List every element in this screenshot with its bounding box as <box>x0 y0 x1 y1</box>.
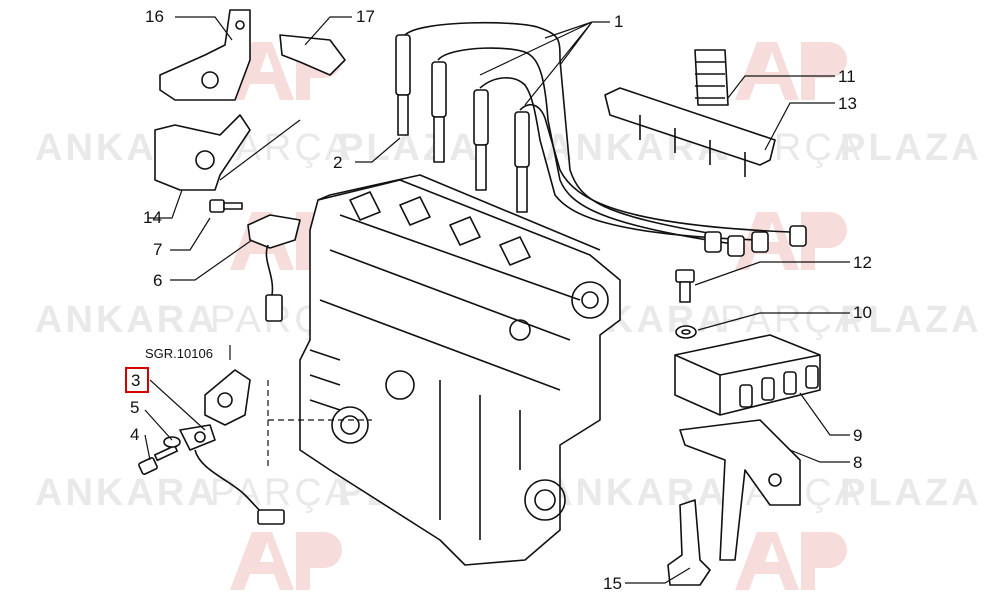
watermark-brand-bold: ANKARA <box>545 472 728 514</box>
watermark-brand-end: PLAZA <box>840 127 982 169</box>
leader-lines <box>144 16 850 584</box>
callout-7: 7 <box>153 240 162 259</box>
cable-guide-part-13-drawing <box>604 87 776 177</box>
callout-3[interactable]: 3 <box>131 371 140 390</box>
callout-11: 11 <box>838 67 856 86</box>
bolt-part-12-drawing <box>675 269 695 303</box>
watermark-brand-light: PARÇA <box>720 299 863 341</box>
callout-8: 8 <box>853 453 862 472</box>
bolt-part-4-drawing <box>138 444 179 475</box>
watermark-logo-icon <box>735 42 847 100</box>
callout-17: 17 <box>356 7 375 26</box>
leader-line-14 <box>148 189 183 219</box>
callout-2: 2 <box>333 153 342 172</box>
washer-part-5-drawing <box>163 436 181 448</box>
watermark-brand-end: PLAZA <box>338 127 480 169</box>
watermark-logo-icon <box>735 212 847 270</box>
watermark-brand-light: PARÇA <box>210 472 353 514</box>
watermark-brand-end: PLAZA <box>840 299 982 341</box>
bracket-part-15-drawing <box>667 499 711 586</box>
leader-line-10 <box>697 312 850 331</box>
clip-part-11-drawing <box>694 49 729 106</box>
callout-9: 9 <box>853 426 862 445</box>
watermark-brand-end: PLAZA <box>840 472 982 514</box>
bracket-part-14-drawing <box>154 114 251 191</box>
callout-16: 16 <box>145 7 164 26</box>
sensor-part-6-drawing <box>247 214 301 322</box>
watermark-brand-bold: ANKARA <box>35 472 218 514</box>
leader-line-4 <box>144 434 151 461</box>
callout-13: 13 <box>838 94 857 113</box>
callout-10: 10 <box>853 303 872 322</box>
reference-code: SGR.10106 <box>145 346 213 361</box>
callout-15: 15 <box>603 574 622 593</box>
clip-part-17-drawing <box>279 34 346 76</box>
callout-1: 1 <box>614 12 623 31</box>
assembly-dash-line <box>267 380 372 470</box>
callout-12: 12 <box>853 253 872 272</box>
leader-line-3 <box>149 379 206 431</box>
leader-line-6 <box>170 239 253 281</box>
washer-part-10-drawing <box>675 325 697 339</box>
leader-line-14b <box>219 119 301 181</box>
engine-block-drawing <box>299 174 621 566</box>
bracket-part-16-drawing <box>159 9 251 101</box>
leader-line-15 <box>625 567 691 584</box>
watermark-logo-icon <box>230 532 342 590</box>
leader-line-1 <box>479 21 610 106</box>
leader-line-11 <box>727 75 835 99</box>
callout-14: 14 <box>143 208 162 227</box>
leader-line-16 <box>175 16 233 41</box>
ignition-cables-drawing <box>395 21 807 257</box>
leader-line-17 <box>304 16 352 46</box>
callout-labels: 16 17 1 2 14 7 6 11 13 12 10 9 8 15 5 4 … <box>125 7 872 593</box>
crank-sensor-part-3-drawing <box>179 369 285 525</box>
leader-line-8 <box>789 449 850 463</box>
ignition-coil-part-9-drawing <box>674 334 821 416</box>
callout-3-highlight-box[interactable] <box>125 367 149 393</box>
leader-line-5 <box>144 409 173 441</box>
leader-line-7 <box>170 217 211 251</box>
leader-line-9 <box>799 392 850 436</box>
leader-line-2 <box>355 137 401 163</box>
watermark-brand-bold: ANKARA <box>35 299 218 341</box>
watermark-logo-icon <box>735 532 847 590</box>
bolt-part-7-drawing <box>209 199 243 213</box>
callout-4: 4 <box>130 425 139 444</box>
leader-line-13 <box>764 102 835 151</box>
leader-line-12 <box>694 261 850 286</box>
callout-5: 5 <box>130 398 139 417</box>
callout-6: 6 <box>153 271 162 290</box>
bracket-part-8-drawing <box>679 419 801 561</box>
